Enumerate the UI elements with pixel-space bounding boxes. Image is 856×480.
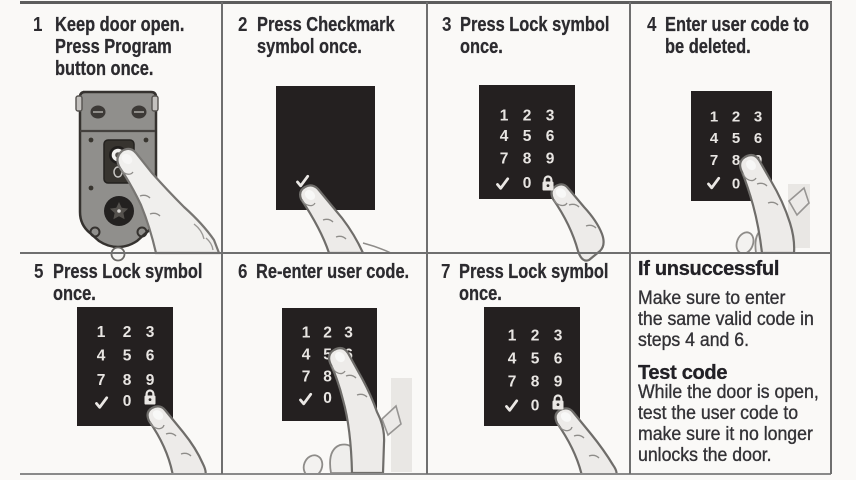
svg-text:6: 6 — [754, 130, 762, 147]
svg-text:0: 0 — [123, 393, 132, 410]
svg-text:1: 1 — [302, 325, 311, 342]
svg-text:2: 2 — [123, 324, 132, 341]
svg-text:0: 0 — [531, 398, 540, 415]
svg-text:7: 7 — [500, 151, 509, 168]
svg-text:9: 9 — [546, 151, 555, 168]
svg-text:5: 5 — [523, 128, 532, 145]
svg-text:4: 4 — [500, 128, 509, 145]
svg-text:8: 8 — [531, 374, 540, 391]
svg-text:3: 3 — [546, 108, 555, 125]
svg-text:1: 1 — [500, 108, 509, 125]
svg-text:8: 8 — [732, 152, 740, 169]
svg-text:2: 2 — [323, 325, 332, 342]
svg-text:3: 3 — [754, 109, 762, 126]
svg-text:1: 1 — [508, 328, 517, 345]
svg-text:8: 8 — [523, 151, 532, 168]
svg-text:3: 3 — [146, 324, 155, 341]
svg-text:5: 5 — [531, 351, 540, 368]
svg-text:7: 7 — [97, 372, 106, 389]
svg-text:2: 2 — [531, 328, 540, 345]
svg-text:0: 0 — [323, 390, 332, 407]
svg-text:0: 0 — [732, 175, 740, 192]
svg-text:8: 8 — [123, 372, 132, 389]
svg-text:2: 2 — [732, 109, 740, 126]
svg-text:9: 9 — [146, 372, 155, 389]
svg-text:5: 5 — [123, 348, 132, 365]
svg-text:7: 7 — [302, 368, 311, 385]
svg-text:4: 4 — [302, 347, 311, 364]
svg-text:1: 1 — [97, 324, 106, 341]
svg-text:3: 3 — [554, 328, 563, 345]
svg-text:7: 7 — [508, 374, 517, 391]
svg-text:9: 9 — [554, 374, 563, 391]
svg-text:4: 4 — [97, 348, 106, 365]
svg-text:1: 1 — [710, 109, 718, 126]
svg-text:0: 0 — [523, 175, 532, 192]
svg-text:6: 6 — [554, 351, 563, 368]
svg-text:5: 5 — [323, 347, 332, 364]
svg-text:2: 2 — [523, 108, 532, 125]
svg-text:6: 6 — [146, 348, 155, 365]
svg-text:4: 4 — [710, 130, 719, 147]
svg-text:7: 7 — [710, 152, 718, 169]
svg-text:3: 3 — [344, 325, 353, 342]
svg-text:4: 4 — [508, 351, 517, 368]
svg-text:6: 6 — [546, 128, 555, 145]
svg-text:8: 8 — [323, 368, 332, 385]
svg-text:5: 5 — [732, 130, 740, 147]
